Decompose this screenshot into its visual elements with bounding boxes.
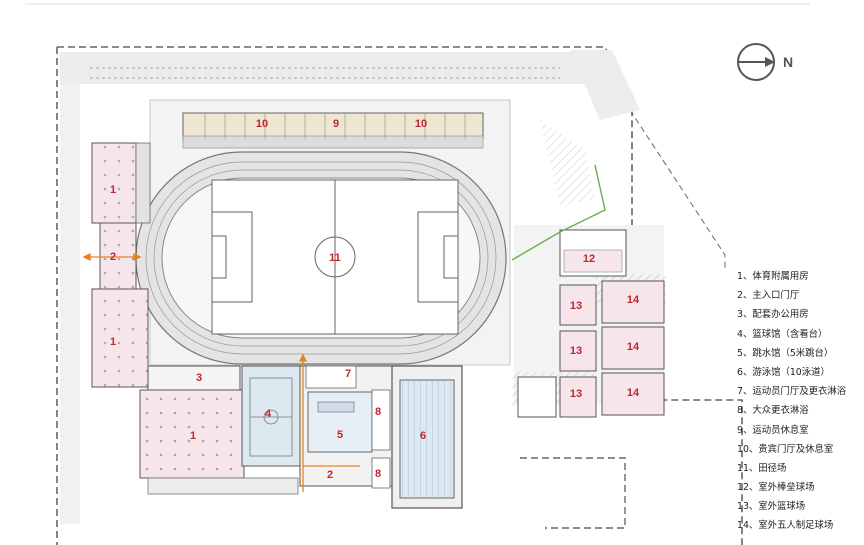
legend-item-1: 1、体育附属用房 bbox=[737, 271, 809, 282]
south-west-building bbox=[139, 365, 299, 495]
area-numbers: 10 9 10 11 1 2 1 3 1 4 7 8 5 8 2 6 12 13… bbox=[110, 118, 640, 481]
label-n2b: 2 bbox=[327, 469, 333, 481]
legend-item-10: 10、贵宾门厅及休息室 bbox=[737, 443, 834, 455]
label-n1c: 1 bbox=[190, 430, 196, 442]
label-n14c: 14 bbox=[627, 387, 640, 399]
east-road bbox=[570, 50, 640, 120]
label-n5: 5 bbox=[337, 429, 343, 441]
entry-arrows bbox=[82, 252, 360, 492]
five-a-side-pitches bbox=[601, 280, 665, 416]
label-n8a: 8 bbox=[375, 406, 381, 418]
legend-item-12: 12、室外棒垒球场 bbox=[737, 482, 815, 494]
label-n12: 12 bbox=[583, 253, 595, 265]
legend-item-8: 8、大众更衣淋浴 bbox=[737, 405, 809, 417]
basketball-hall bbox=[241, 365, 301, 467]
west-building bbox=[91, 142, 151, 388]
legend-item-3: 3、配套办公用房 bbox=[737, 309, 809, 321]
grandstand bbox=[182, 112, 484, 149]
legend: 1、体育附属用房 2、主入口门厅 3、配套办公用房 4、篮球馆（含看台） 5、跳… bbox=[737, 267, 861, 536]
label-n10a: 10 bbox=[256, 118, 268, 130]
label-n14a: 14 bbox=[627, 294, 640, 306]
label-n14b: 14 bbox=[627, 341, 640, 353]
label-n13c: 13 bbox=[570, 388, 582, 400]
label-n3: 3 bbox=[196, 372, 202, 384]
legend-item-4: 4、篮球馆（含看台） bbox=[737, 328, 828, 340]
legend-item-2: 2、主入口门厅 bbox=[737, 290, 800, 302]
legend-item-14: 14、室外五人制足球场 bbox=[737, 520, 834, 532]
west-road bbox=[60, 84, 80, 524]
legend-item-9: 9、运动员休息室 bbox=[737, 424, 809, 436]
baseball-field bbox=[559, 229, 627, 277]
label-n9: 9 bbox=[333, 118, 339, 130]
green-path bbox=[511, 164, 606, 261]
legend-item-13: 13、室外篮球场 bbox=[737, 501, 806, 513]
label-n1b: 1 bbox=[110, 336, 116, 348]
swimming-hall bbox=[391, 365, 463, 509]
legend-item-11: 11、田径场 bbox=[737, 462, 787, 474]
label-n11: 11 bbox=[329, 252, 341, 264]
football-field bbox=[211, 179, 459, 335]
legend-item-5: 5、跳水馆（5米跳台） bbox=[737, 347, 834, 359]
legend-item-7: 7、运动员门厅及更衣淋浴 bbox=[737, 386, 847, 398]
label-n13b: 13 bbox=[570, 345, 582, 357]
site-boundary-bottom bbox=[520, 457, 626, 529]
outdoor-basketball-courts bbox=[517, 284, 597, 418]
label-n7: 7 bbox=[345, 368, 351, 380]
legend-item-6: 6、游泳馆（10泳道） bbox=[737, 366, 830, 378]
parking-row-top bbox=[90, 67, 560, 79]
label-n6: 6 bbox=[420, 430, 426, 442]
label-n4: 4 bbox=[265, 408, 272, 420]
site-boundary-inner bbox=[629, 109, 726, 270]
label-n13a: 13 bbox=[570, 300, 582, 312]
compass-icon: N bbox=[737, 43, 793, 81]
label-n10b: 10 bbox=[415, 118, 427, 130]
compass-label: N bbox=[783, 54, 793, 70]
label-n8b: 8 bbox=[375, 468, 381, 480]
label-n2a: 2 bbox=[110, 251, 116, 263]
label-n1a: 1 bbox=[110, 184, 116, 196]
